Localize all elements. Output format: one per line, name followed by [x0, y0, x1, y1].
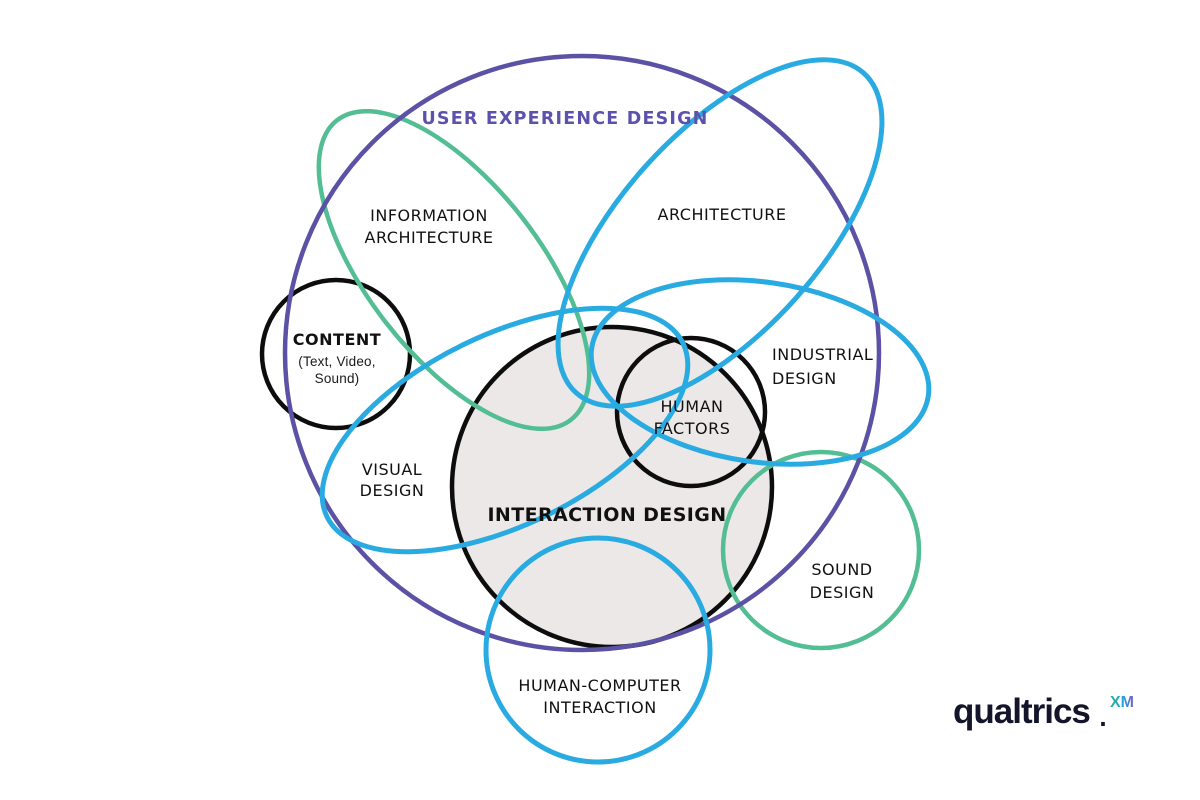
label-information-architecture: INFORMATION ARCHITECTURE	[364, 206, 494, 247]
sound-design-circle	[720, 449, 922, 651]
label-content: CONTENT	[292, 330, 382, 349]
visual-design-ellipse	[319, 305, 691, 555]
label-human-computer-interaction: HUMAN-COMPUTER INTERACTION	[518, 676, 682, 717]
label-visual-design: VISUAL DESIGN	[359, 460, 425, 500]
human-factors-circle	[614, 335, 768, 489]
user-experience-circle	[282, 53, 882, 653]
industrial-design-ellipse	[588, 277, 932, 467]
label-architecture: ARCHITECTURE	[657, 205, 787, 224]
qualtrics-logo-dot: .	[1099, 707, 1107, 731]
label-human-factors: HUMAN FACTORS	[653, 397, 731, 438]
information-architecture-ellipse	[316, 108, 592, 432]
architecture-ellipse	[555, 57, 885, 409]
qualtrics-xm-badge: XM	[1110, 694, 1134, 711]
label-interaction-design: INTERACTION DESIGN	[487, 504, 727, 526]
label-industrial-design: INDUSTRIAL DESIGN	[772, 345, 874, 388]
label-sound-design: SOUND DESIGN	[809, 560, 875, 602]
hci-circle	[483, 535, 713, 765]
label-content-sub: (Text, Video, Sound)	[298, 354, 376, 386]
diagram-title: USER EXPERIENCE DESIGN	[421, 109, 709, 129]
qualtrics-wordmark: qualtrics	[953, 692, 1091, 731]
